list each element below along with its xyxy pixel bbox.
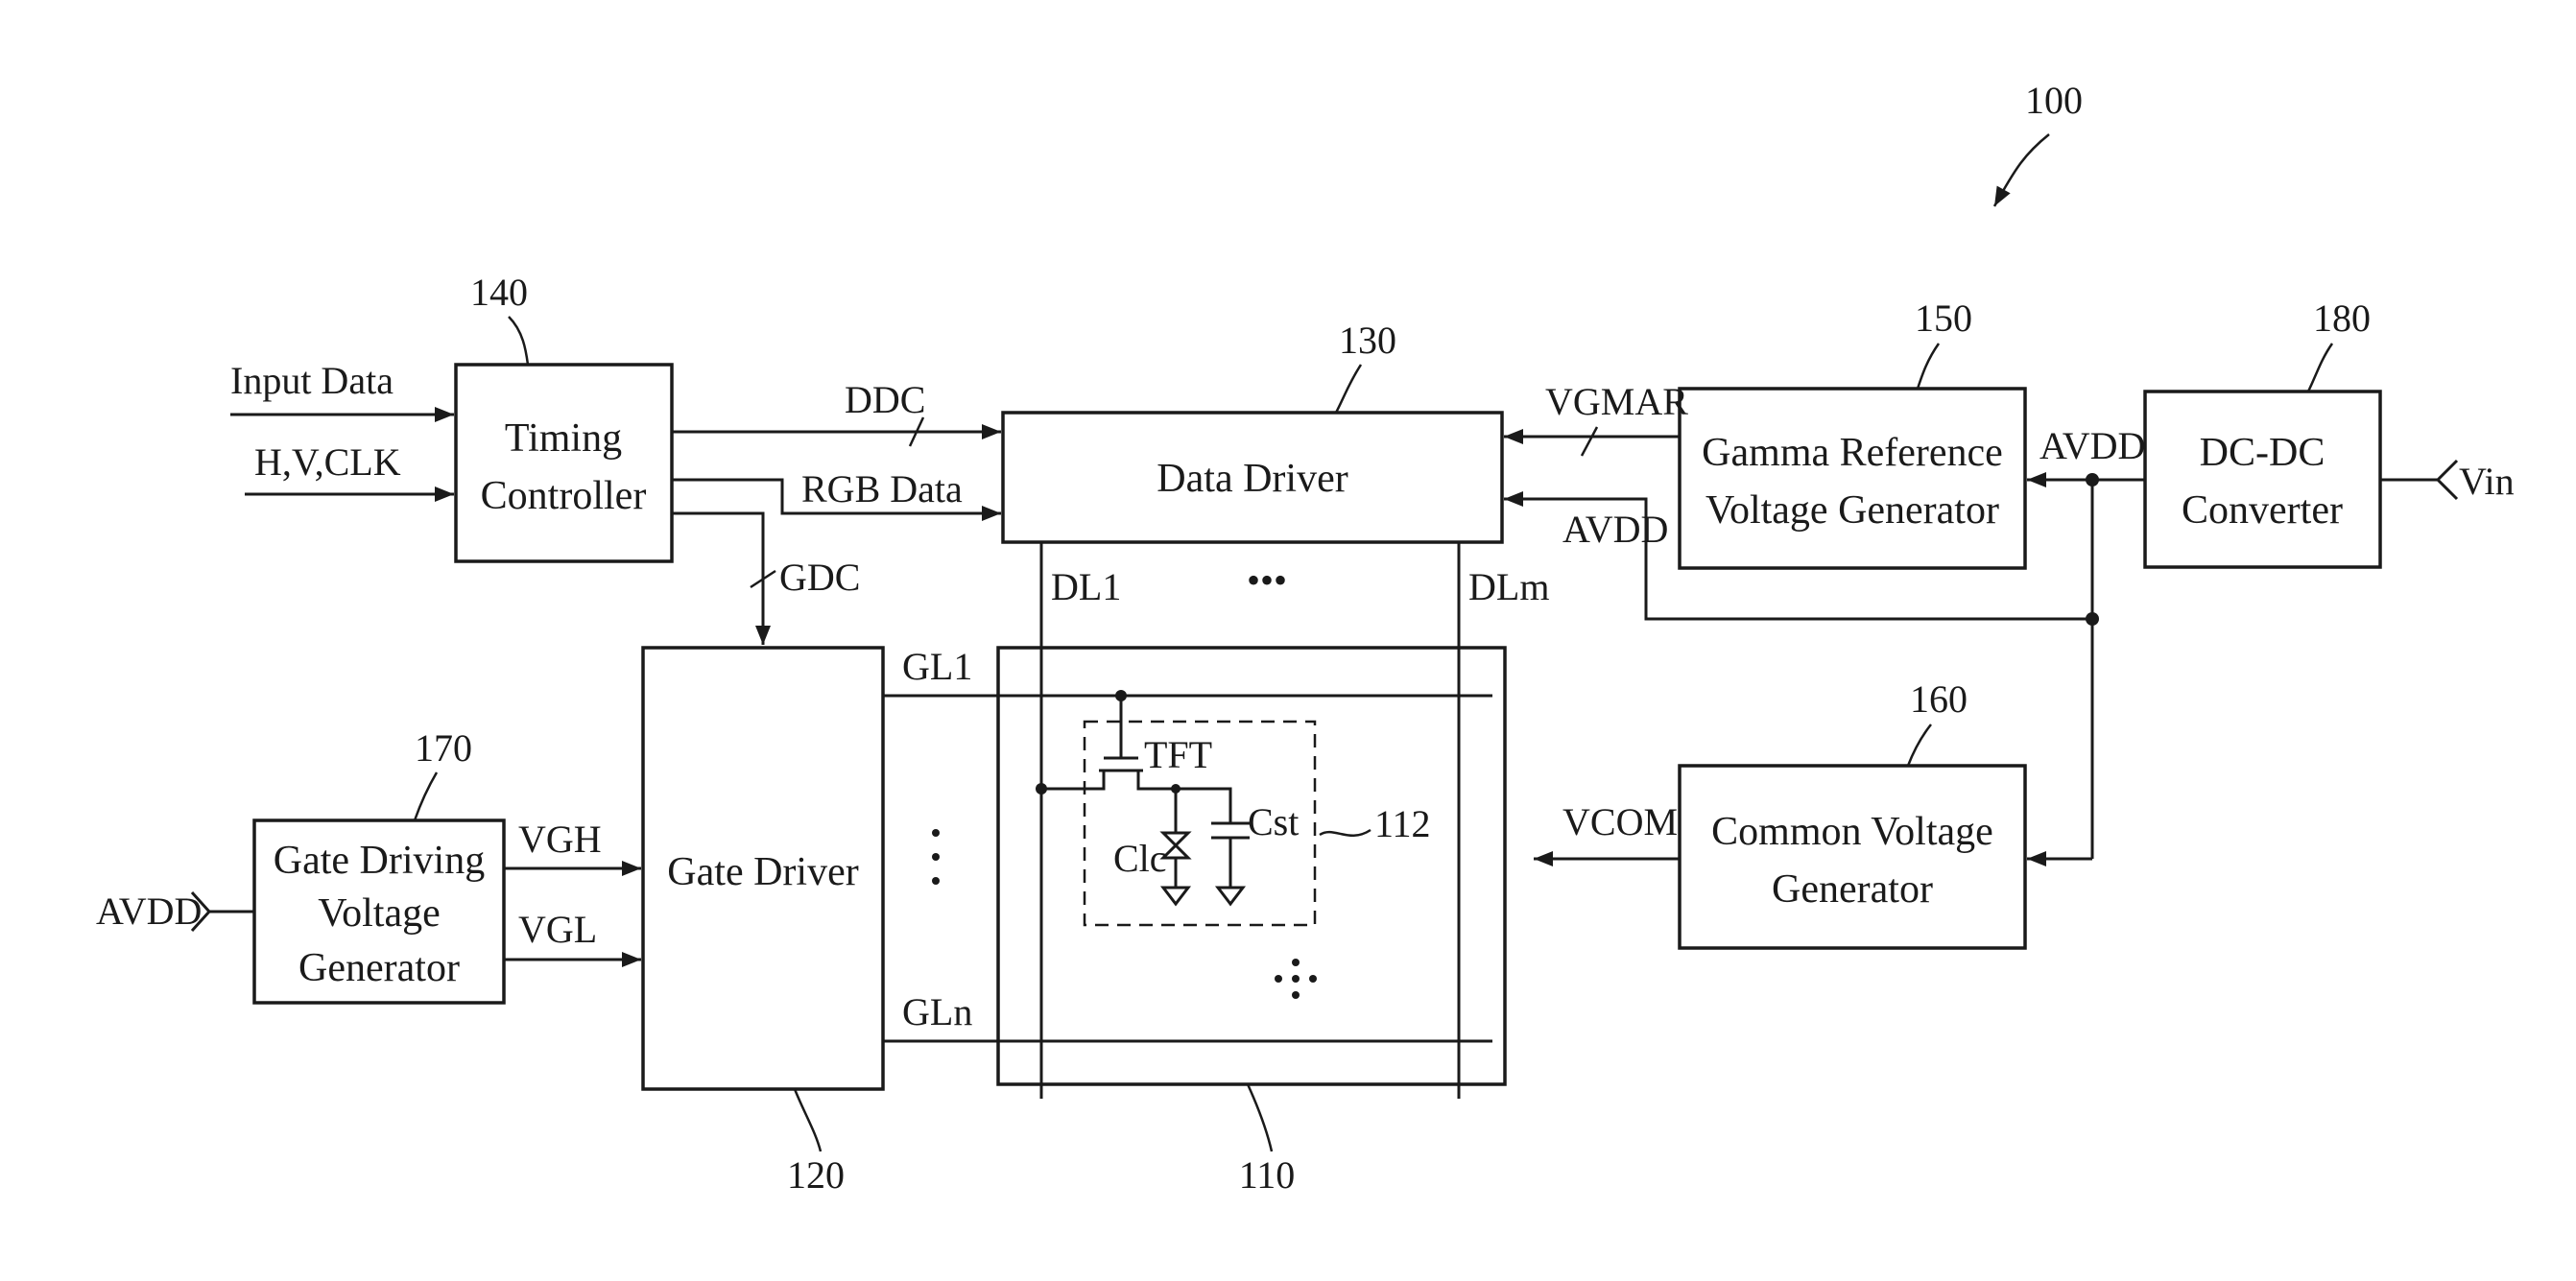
dcdc-converter-ref-leader	[2308, 344, 2332, 391]
vgl-label: VGL	[518, 908, 597, 951]
dlm-label: DLm	[1468, 565, 1549, 608]
avdd-gamma-label: AVDD	[2039, 424, 2145, 467]
data-driver-ref-leader	[1336, 365, 1361, 413]
gln-label: GLn	[902, 990, 972, 1033]
common-voltage-ref-leader	[1908, 724, 1931, 766]
gate-voltage-label-3: Generator	[298, 946, 460, 990]
data-lines-ellipsis: •••	[1247, 558, 1287, 602]
timing-controller-block	[456, 365, 672, 561]
panel-ellipsis-dot	[1275, 975, 1282, 983]
hvclk-label: H,V,CLK	[254, 440, 401, 484]
vin-label: Vin	[2459, 460, 2515, 503]
gate-driver-label: Gate Driver	[667, 850, 858, 894]
gamma-generator-ref-leader	[1918, 344, 1939, 389]
panel-ref-leader	[1248, 1084, 1272, 1151]
panel-ellipsis-dot	[1292, 975, 1300, 983]
gate-driver-ref: 120	[787, 1153, 845, 1197]
avdd-gate-label: AVDD	[96, 890, 202, 933]
panel-ref: 110	[1239, 1153, 1296, 1197]
cst-label: Cst	[1248, 800, 1299, 843]
panel-ellipsis-dot	[1292, 959, 1300, 966]
gate-voltage-ref: 170	[415, 726, 472, 770]
common-voltage-block	[1680, 766, 2025, 948]
dcdc-converter-block	[2145, 391, 2380, 567]
data-driver-label: Data Driver	[1157, 457, 1348, 501]
avdd-data-driver-label: AVDD	[1562, 508, 1668, 551]
panel-ellipsis-dot	[1309, 975, 1317, 983]
vgh-label: VGH	[518, 818, 602, 861]
gate-voltage-label-1: Gate Driving	[274, 839, 485, 883]
common-voltage-label-1: Common Voltage	[1711, 810, 1993, 854]
gdc-line	[672, 513, 763, 645]
figure-ref-leader	[1994, 134, 2049, 206]
rgb-data-label: RGB Data	[801, 467, 963, 510]
gl1-label: GL1	[902, 645, 972, 688]
gate-voltage-label-2: Voltage	[318, 891, 441, 936]
vcom-label: VCOM	[1562, 800, 1678, 843]
ddc-label: DDC	[845, 378, 925, 421]
data-driver-ref: 130	[1339, 319, 1396, 362]
common-voltage-label-2: Generator	[1772, 867, 1933, 912]
timing-controller-ref-leader	[509, 317, 528, 365]
avdd-junction-2	[2086, 612, 2099, 626]
vgmar-bus-slash	[1582, 427, 1597, 456]
common-voltage-ref: 160	[1910, 677, 1968, 721]
panel-ellipsis-dot	[1292, 991, 1300, 999]
vin-terminal	[2438, 461, 2457, 499]
vgmar-label: VGMAR	[1545, 380, 1688, 423]
tft-label: TFT	[1144, 733, 1212, 776]
gamma-generator-ref: 150	[1915, 297, 1972, 340]
timing-controller-ref: 140	[470, 271, 528, 314]
dcdc-converter-label-1: DC-DC	[2200, 431, 2326, 475]
timing-controller-label-1: Timing	[505, 416, 622, 461]
gate-lines-ellipsis-dot	[932, 853, 940, 861]
timing-controller-label-2: Controller	[481, 474, 647, 518]
gate-lines-ellipsis-dot	[932, 829, 940, 837]
gdc-label: GDC	[779, 556, 860, 599]
input-data-label: Input Data	[230, 359, 394, 402]
figure-ref-label: 100	[2025, 79, 2083, 122]
dl1-label: DL1	[1051, 565, 1121, 608]
gamma-generator-label-1: Gamma Reference	[1702, 431, 2003, 475]
dl1-junction	[1036, 783, 1047, 795]
pixel-ref: 112	[1374, 802, 1431, 845]
gate-driver-ref-leader	[795, 1089, 821, 1151]
gamma-generator-label-2: Voltage Generator	[1705, 488, 1999, 533]
dcdc-converter-label-2: Converter	[2182, 488, 2343, 533]
gamma-generator-block	[1680, 389, 2025, 568]
gate-lines-ellipsis-dot	[932, 877, 940, 885]
gate-voltage-ref-leader	[415, 772, 437, 820]
dcdc-converter-ref: 180	[2313, 297, 2371, 340]
panel-block	[998, 648, 1505, 1084]
clc-label: Clc	[1113, 837, 1167, 880]
